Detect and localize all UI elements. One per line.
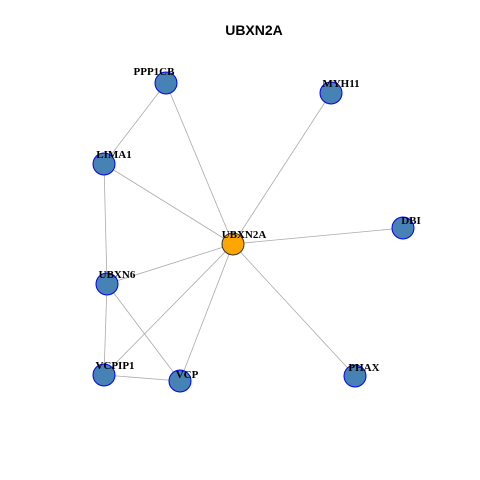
node-vcpip1: VCPIP1 — [92, 360, 135, 387]
node-myh11: MYH11 — [319, 78, 360, 105]
edge-ubxn2a-dbi — [232, 227, 404, 245]
edge-ubxn2a-phax — [232, 243, 356, 377]
node-ubxn6: UBXN6 — [95, 269, 136, 296]
node-circle-lima1 — [92, 152, 116, 176]
node-circle-ubxn2a — [221, 232, 245, 256]
diagram-title: UBXN2A — [225, 22, 283, 38]
edge-ubxn2a-ubxn6 — [106, 243, 234, 285]
node-circle-vcpip1 — [92, 363, 116, 387]
node-ubxn2a: UBXN2A — [221, 229, 267, 256]
node-lima1: LIMA1 — [92, 149, 132, 176]
node-label-ubxn2a: UBXN2A — [222, 229, 267, 241]
edge-ubxn2a-lima1 — [103, 163, 234, 245]
node-label-dbi: DBI — [401, 215, 421, 227]
node-circle-phax — [343, 364, 367, 388]
edge-layer — [103, 82, 404, 382]
node-label-ubxn6: UBXN6 — [99, 269, 136, 281]
node-circle-vcp — [168, 369, 192, 393]
edge-ubxn2a-vcp — [179, 243, 234, 382]
node-dbi: DBI — [391, 215, 421, 240]
node-label-myh11: MYH11 — [322, 78, 359, 90]
node-circle-ubxn6 — [95, 272, 119, 296]
node-circle-ppp1cb — [154, 71, 178, 95]
node-ppp1cb: PPP1CB — [134, 66, 178, 95]
node-vcp: VCP — [168, 369, 199, 393]
edge-lima1-ubxn6 — [103, 163, 108, 285]
node-label-ppp1cb: PPP1CB — [134, 66, 176, 78]
edge-ubxn2a-myh11 — [232, 92, 332, 245]
edge-ppp1cb-lima1 — [103, 82, 167, 165]
edge-ubxn6-vcpip1 — [103, 283, 108, 376]
node-label-vcp: VCP — [176, 369, 199, 381]
edge-ubxn2a-ppp1cb — [165, 82, 234, 245]
node-circle-myh11 — [319, 81, 343, 105]
node-label-vcpip1: VCPIP1 — [95, 360, 134, 372]
edge-ubxn6-vcp — [106, 283, 181, 382]
node-circle-dbi — [391, 216, 415, 240]
node-phax: PHAX — [343, 362, 380, 388]
edge-ubxn2a-vcpip1 — [103, 243, 234, 376]
node-label-lima1: LIMA1 — [96, 149, 131, 161]
edge-vcpip1-vcp — [103, 374, 181, 382]
node-label-phax: PHAX — [348, 362, 379, 374]
